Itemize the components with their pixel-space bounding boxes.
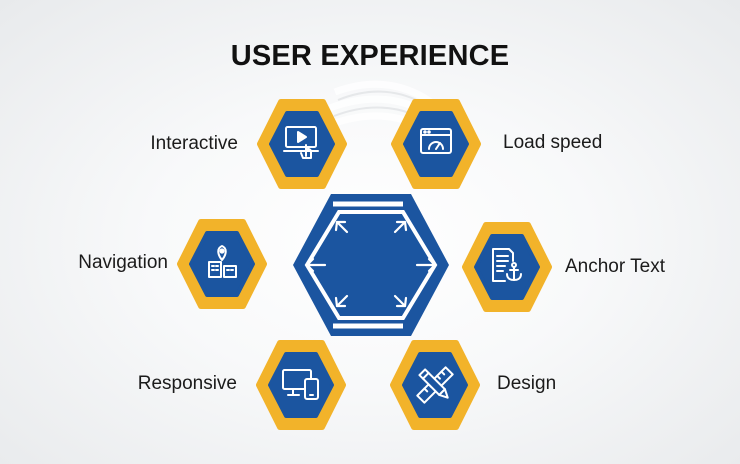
node-label-interactive: Interactive bbox=[150, 133, 238, 154]
center-hexagon bbox=[293, 194, 449, 336]
node-navigation bbox=[176, 218, 268, 310]
node-interactive bbox=[256, 98, 348, 190]
desktop-mobile-icon bbox=[282, 369, 319, 400]
document-anchor-icon bbox=[492, 248, 522, 282]
browser-speedometer-icon bbox=[420, 128, 452, 154]
node-label-anchor-text: Anchor Text bbox=[565, 256, 665, 277]
node-label-responsive: Responsive bbox=[137, 373, 237, 394]
node-design bbox=[389, 339, 481, 431]
node-responsive bbox=[255, 339, 347, 431]
node-label-load-speed: Load speed bbox=[503, 132, 603, 153]
node-load-speed bbox=[390, 98, 482, 190]
pencil-ruler-icon bbox=[416, 366, 454, 404]
location-building-icon bbox=[208, 245, 237, 278]
node-label-design: Design bbox=[497, 373, 557, 394]
node-label-navigation: Navigation bbox=[78, 252, 168, 273]
video-touch-icon bbox=[283, 126, 319, 159]
node-anchor-text bbox=[461, 221, 553, 313]
diagram-title: USER EXPERIENCE bbox=[230, 40, 510, 72]
eight-direction-arrows-icon bbox=[305, 220, 437, 308]
